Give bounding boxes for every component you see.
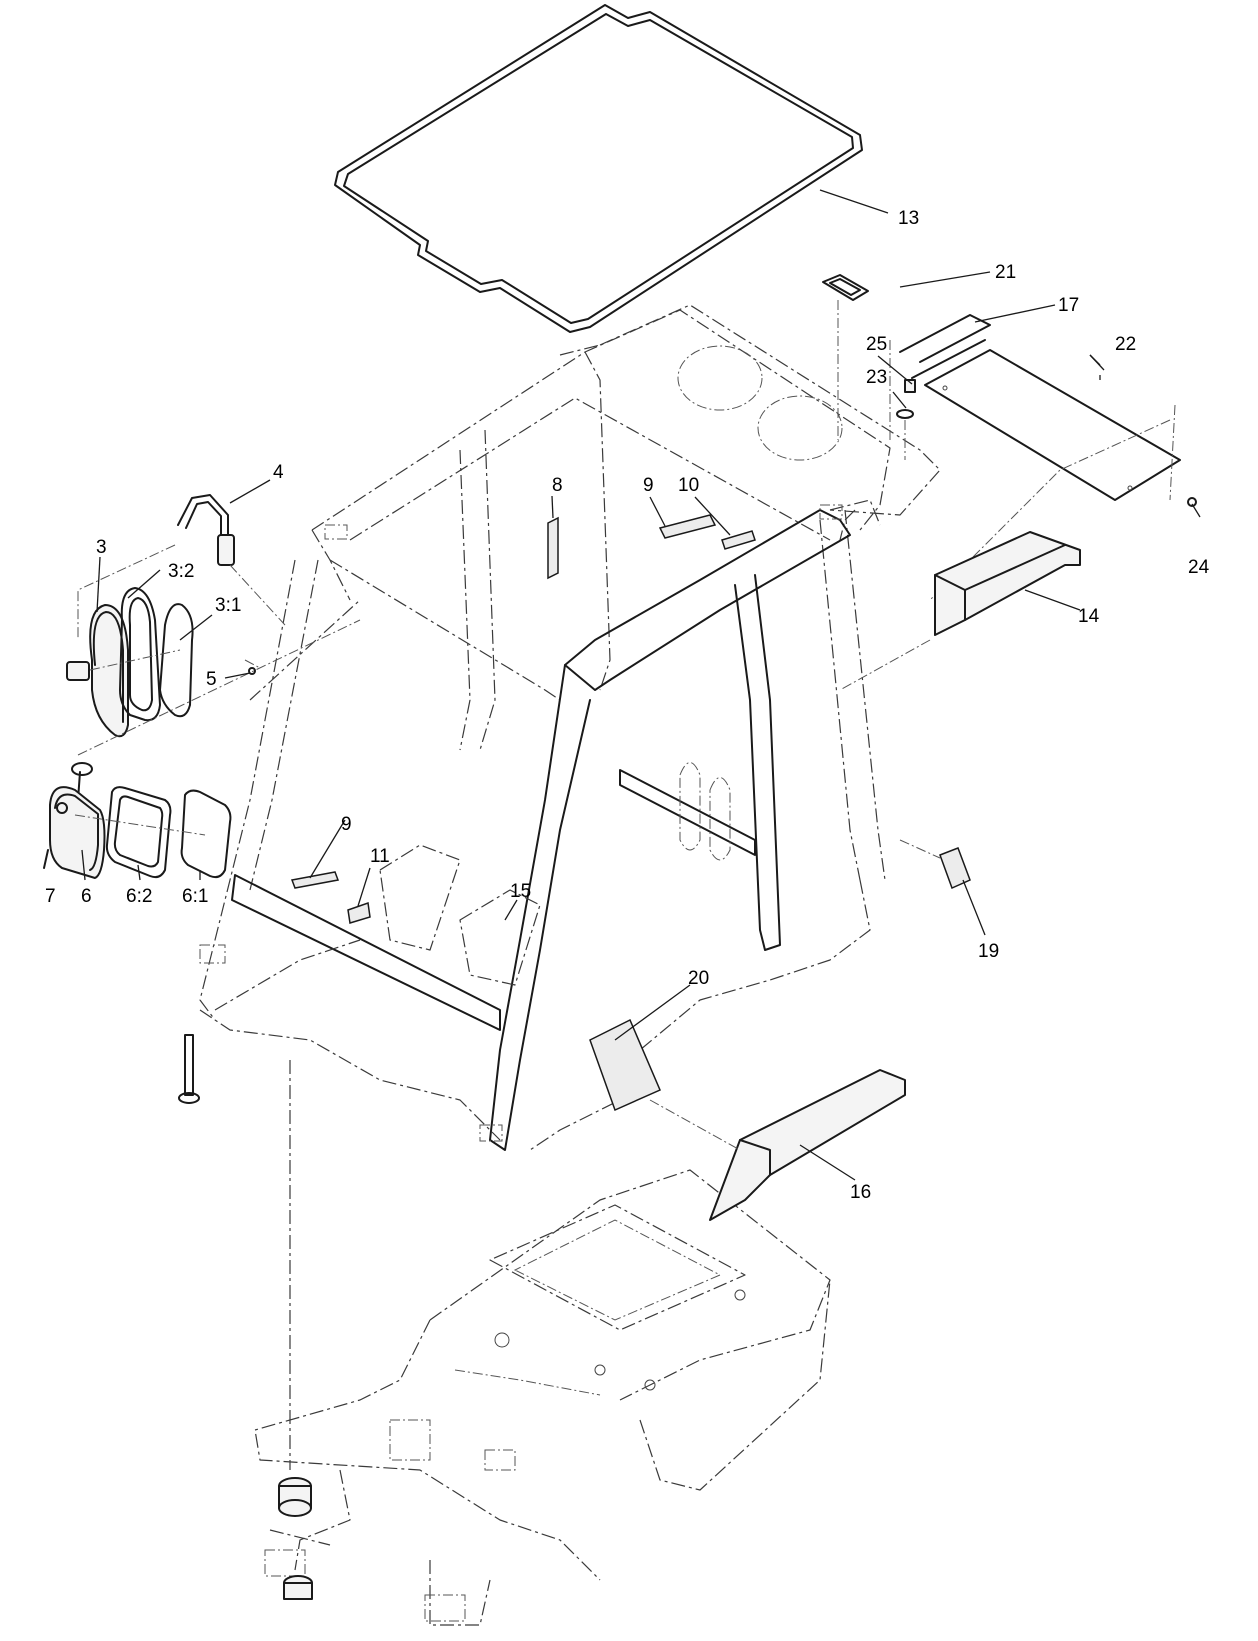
roof-seal bbox=[334, 4, 863, 333]
callout-23: 23 bbox=[866, 367, 887, 388]
chassis-phantom bbox=[254, 1169, 831, 1626]
callout-22: 22 bbox=[1115, 334, 1136, 355]
callout-17: 17 bbox=[1058, 295, 1079, 316]
callout-5: 5 bbox=[206, 669, 217, 690]
callout-24: 24 bbox=[1188, 557, 1210, 578]
cab-frame-phantom bbox=[199, 304, 941, 1151]
callout-21: 21 bbox=[995, 262, 1016, 283]
callout-20: 20 bbox=[688, 968, 709, 989]
callout-8: 8 bbox=[552, 475, 563, 496]
callout-16: 16 bbox=[850, 1182, 871, 1203]
callout-9-bottom: 9 bbox=[341, 814, 352, 835]
callout-3-1: 3:1 bbox=[215, 595, 241, 616]
leader-lines bbox=[81, 189, 1201, 1181]
callout-6: 6 bbox=[81, 886, 92, 907]
callout-3: 3 bbox=[96, 537, 107, 558]
callout-14: 14 bbox=[1078, 606, 1100, 627]
part-21-gasket bbox=[822, 274, 869, 440]
callout-25: 25 bbox=[866, 334, 887, 355]
part-17-strip bbox=[899, 314, 991, 379]
callout-6-2: 6:2 bbox=[126, 886, 152, 907]
mirror-3 bbox=[66, 587, 194, 738]
part-16-trim bbox=[649, 1069, 906, 1221]
part-5-screw bbox=[244, 659, 261, 675]
part-24-nut bbox=[1187, 497, 1197, 507]
mirror-arm-4 bbox=[77, 494, 286, 640]
part-25-23-fastener bbox=[896, 379, 916, 460]
callout-labels: 13 21 17 22 25 23 24 14 4 3 3:2 3:1 5 8 … bbox=[45, 208, 1210, 1203]
callout-9-top: 9 bbox=[643, 475, 654, 496]
callout-11: 11 bbox=[370, 846, 390, 867]
part-14-trim bbox=[839, 531, 1081, 691]
frame-decals bbox=[290, 514, 756, 924]
part-20-decal bbox=[589, 1018, 661, 1112]
callout-3-2: 3:2 bbox=[168, 561, 194, 582]
callout-15: 15 bbox=[510, 881, 531, 902]
callout-4: 4 bbox=[273, 462, 284, 483]
mirror-6 bbox=[43, 619, 361, 879]
callout-13: 13 bbox=[898, 208, 919, 229]
callout-19: 19 bbox=[978, 941, 999, 962]
callout-10: 10 bbox=[678, 475, 699, 496]
part-19-decal bbox=[899, 839, 971, 890]
mount-isolators bbox=[178, 1034, 313, 1600]
callout-7: 7 bbox=[45, 886, 56, 907]
callout-6-1: 6:1 bbox=[182, 886, 208, 907]
